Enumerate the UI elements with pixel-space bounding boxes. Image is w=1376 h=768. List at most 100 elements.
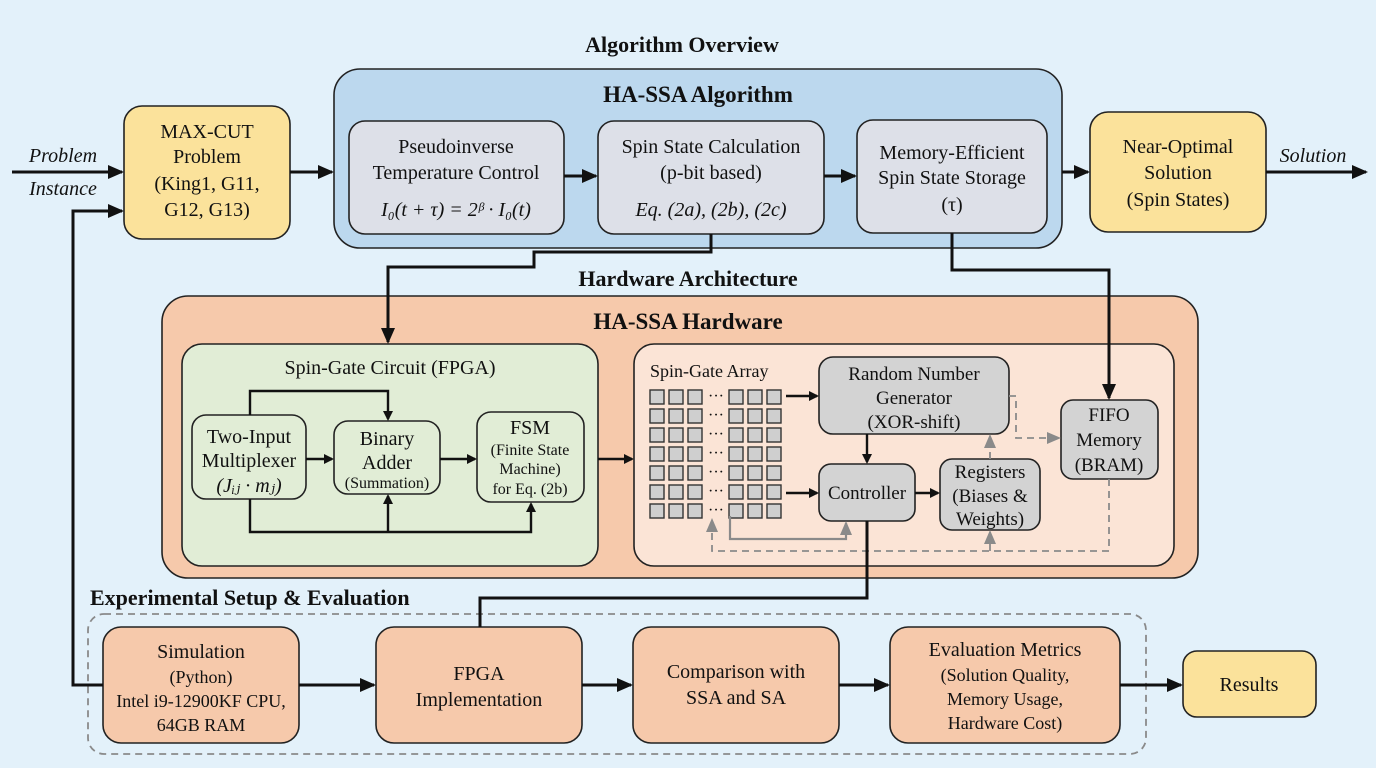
- two-input-multiplexer-box[interactable]: Two-Input Multiplexer (Jᵢⱼ · mⱼ): [191, 414, 307, 500]
- spin-gate-cell: [766, 427, 782, 443]
- spin-gate-cell: [668, 465, 684, 481]
- spin-gate-cell: [649, 427, 665, 443]
- box-text: (Biases &: [952, 486, 1028, 507]
- comparison-box[interactable]: Comparison with SSA and SA: [632, 626, 840, 744]
- hardware-panel-title: HA-SSA Hardware: [593, 309, 782, 334]
- temperature-control-box[interactable]: Pseudoinverse Temperature Control I₀(t +…: [348, 120, 565, 235]
- cell-ellipsis: ···: [708, 388, 724, 405]
- spin-gate-cell: [687, 465, 703, 481]
- box-text: Binary: [360, 428, 414, 450]
- spin-gate-cell: [728, 408, 744, 424]
- spin-gate-cell: [728, 465, 744, 481]
- box-text: (τ): [941, 194, 962, 216]
- box-text: Spin State Calculation: [622, 136, 801, 158]
- cell-ellipsis: ···: [708, 407, 724, 424]
- random-number-generator-box[interactable]: Random Number Generator (XOR-shift): [818, 356, 1010, 435]
- box-text: Memory: [1076, 430, 1142, 451]
- box-text: Comparison with: [667, 661, 805, 683]
- cell-ellipsis: ···: [708, 464, 724, 481]
- spin-gate-cell: [649, 503, 665, 519]
- box-text: (p-bit based): [660, 162, 762, 184]
- spin-gate-cell: [687, 446, 703, 462]
- spin-gate-cell: [747, 446, 763, 462]
- box-text: (Finite State: [491, 442, 570, 459]
- connector-simulation-to-problem: [71, 204, 124, 687]
- wire-mux-top-to-adder: [248, 389, 393, 421]
- box-text: Results: [1220, 674, 1279, 696]
- feedback-array-to-controller: [728, 516, 852, 541]
- cell-ellipsis: ···: [708, 426, 724, 443]
- fpga-implementation-box[interactable]: FPGA Implementation: [375, 626, 583, 744]
- spin-gate-cell: [668, 427, 684, 443]
- cell-ellipsis: ···: [708, 502, 724, 519]
- spin-gate-cell: [649, 446, 665, 462]
- box-text: Controller: [828, 483, 907, 504]
- memory-efficient-storage-box[interactable]: Memory-Efficient Spin State Storage (τ): [856, 119, 1048, 234]
- spin-gate-cell: [649, 484, 665, 500]
- box-text: Problem: [173, 146, 241, 168]
- box-text: Weights): [956, 509, 1024, 530]
- spin-state-calculation-box[interactable]: Spin State Calculation (p-bit based) Eq.…: [597, 120, 825, 235]
- box-text: (Python): [170, 667, 233, 688]
- spin-gate-cell: [747, 484, 763, 500]
- box-text: Registers: [955, 462, 1026, 483]
- controller-box[interactable]: Controller: [818, 463, 916, 522]
- wire-mux-bottom-to-fsm: [248, 499, 536, 534]
- fsm-box[interactable]: FSM (Finite State Machine) for Eq. (2b): [476, 411, 585, 503]
- spin-gate-cell: [766, 408, 782, 424]
- spin-gate-cell: [728, 503, 744, 519]
- near-optimal-solution-box[interactable]: Near-Optimal Solution (Spin States): [1089, 111, 1267, 233]
- box-text: (Summation): [345, 475, 429, 492]
- box-text: (King1, G11,: [154, 173, 259, 195]
- simulation-box[interactable]: Simulation (Python) Intel i9-12900KF CPU…: [102, 626, 300, 744]
- spin-gate-cell: [766, 389, 782, 405]
- box-text: Simulation: [157, 641, 245, 663]
- dashed-fifo-to-array: [706, 479, 1110, 552]
- spin-gate-array-title: Spin-Gate Array: [650, 361, 768, 381]
- spin-gate-cell: [747, 408, 763, 424]
- box-text: Implementation: [416, 689, 543, 711]
- input-label-line1: Problem: [28, 145, 97, 167]
- box-text: Generator: [876, 388, 953, 409]
- box-text: Two-Input: [207, 426, 292, 448]
- spin-gate-cell: [728, 427, 744, 443]
- box-text: Adder: [362, 452, 412, 474]
- evaluation-metrics-box[interactable]: Evaluation Metrics (Solution Quality, Me…: [889, 626, 1121, 744]
- box-text: 64GB RAM: [157, 715, 246, 735]
- binary-adder-box[interactable]: Binary Adder (Summation): [333, 420, 441, 495]
- section-title-algorithm-overview: Algorithm Overview: [585, 32, 779, 57]
- box-text: Random Number: [848, 364, 980, 385]
- box-text: Solution: [1144, 162, 1212, 184]
- box-text: Temperature Control: [373, 162, 540, 184]
- box-text: Memory Usage,: [947, 689, 1063, 709]
- spin-gate-cell: [668, 446, 684, 462]
- spin-gate-cell: [747, 389, 763, 405]
- spin-gate-cell: [668, 408, 684, 424]
- dashed-rng-to-fifo: [1009, 395, 1061, 444]
- spin-gate-cell: [668, 503, 684, 519]
- registers-box[interactable]: Registers (Biases & Weights): [939, 458, 1041, 531]
- spin-gate-cell: [747, 427, 763, 443]
- spin-gate-cell: [687, 484, 703, 500]
- spin-gate-cell: [766, 446, 782, 462]
- spin-gate-cell: [668, 484, 684, 500]
- spin-gate-cell: [649, 408, 665, 424]
- fifo-memory-box[interactable]: FIFO Memory (BRAM): [1060, 399, 1159, 480]
- box-text: Pseudoinverse: [398, 136, 514, 158]
- spin-gate-cell: [687, 408, 703, 424]
- results-box[interactable]: Results: [1182, 650, 1317, 718]
- spin-gate-cell-grid: ·····················: [649, 388, 782, 519]
- spin-gate-cell: [687, 427, 703, 443]
- spin-gate-cell: [766, 503, 782, 519]
- box-text: MAX-CUT: [160, 121, 253, 143]
- spin-gate-cell: [747, 465, 763, 481]
- connector-controller-to-fpga: [478, 521, 869, 627]
- max-cut-problem-box[interactable]: MAX-CUT Problem (King1, G11, G12, G13): [123, 105, 291, 240]
- box-text: G12, G13): [164, 199, 250, 221]
- spin-gate-cell: [766, 465, 782, 481]
- input-label-line2: Instance: [28, 178, 97, 200]
- box-text: (XOR-shift): [868, 412, 961, 433]
- box-text: SSA and SA: [686, 687, 787, 709]
- box-text: (Spin States): [1127, 189, 1230, 211]
- box-text: Near-Optimal: [1123, 136, 1234, 158]
